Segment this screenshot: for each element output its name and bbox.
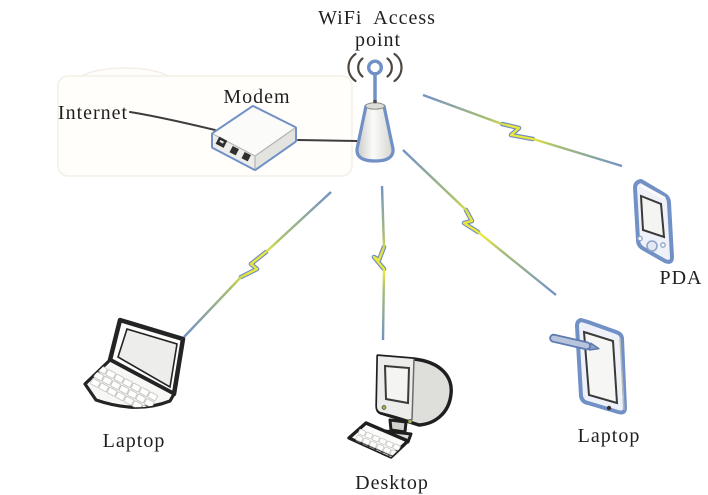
desktop-icon bbox=[347, 354, 453, 459]
laptop-right-label: Laptop bbox=[578, 425, 641, 447]
modem-icon bbox=[211, 105, 297, 171]
wired-link-modem-accesspoint bbox=[297, 139, 358, 142]
antenna-waves-icon bbox=[347, 52, 403, 83]
wifi-access-point-icon bbox=[347, 52, 403, 163]
internet-label: Internet bbox=[58, 102, 128, 124]
desktop-label: Desktop bbox=[355, 472, 429, 494]
laptop-left-label: Laptop bbox=[103, 430, 166, 452]
pda-label: PDA bbox=[659, 267, 702, 289]
wireless-link-accesspoint-pda bbox=[422, 93, 623, 168]
wired-link-internet-modem bbox=[129, 111, 216, 131]
wifi-access-point-label-line2: point bbox=[355, 29, 401, 51]
wireless-link-accesspoint-laptop-right bbox=[402, 149, 557, 296]
stylus-icon bbox=[549, 333, 600, 351]
wireless-link-accesspoint-laptop-left bbox=[183, 191, 332, 338]
laptop-left-icon bbox=[83, 317, 186, 409]
wireless-link-accesspoint-desktop bbox=[371, 185, 387, 341]
pda-icon bbox=[633, 179, 674, 264]
laptop-right-icon bbox=[549, 318, 627, 415]
modem-ports bbox=[215, 136, 251, 162]
modem-label: Modem bbox=[223, 86, 290, 108]
wifi-access-point-label-line1: WiFi Access bbox=[318, 7, 436, 29]
